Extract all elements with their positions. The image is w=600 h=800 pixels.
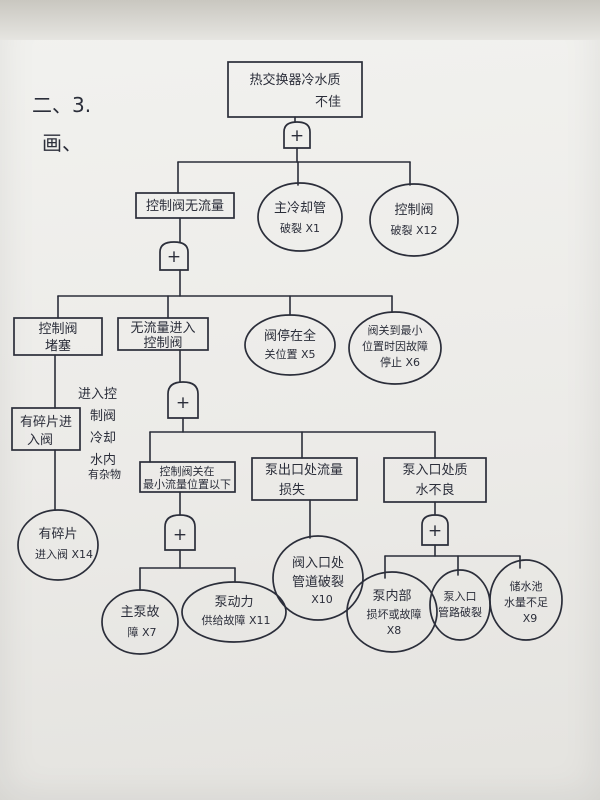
basic-event-reservoir-low[interactable]: 储水池 水量不足 X9 xyxy=(489,559,563,641)
x7-line-2: 障 X7 xyxy=(127,625,156,639)
event-valve-below-min-flow[interactable]: 控制阀关在 最小流量位置以下 xyxy=(139,461,236,493)
x8-line-1: 泵内部 xyxy=(372,588,411,604)
basic-event-valve-stopped-min-position[interactable]: 阀关到最小 位置时因故障 停止 X6 xyxy=(348,311,442,385)
x8-line-3: X8 xyxy=(387,624,402,637)
event-control-valve-blocked[interactable]: 控制阀 堵塞 xyxy=(13,317,103,356)
l3b-line-1: 泵出口处流量 xyxy=(265,463,343,478)
gate-5-symbol: + xyxy=(428,521,442,541)
l3a-line-2: 最小流量位置以下 xyxy=(143,477,231,491)
l2d-line-3: 停止 X6 xyxy=(380,355,420,369)
x9a-line-1: 泵入口 xyxy=(444,590,477,603)
top-event-line-2: 不佳 xyxy=(315,95,341,110)
basic-event-valve-inlet-pipe-rupture[interactable]: 阀入口处 管道破裂 X10 xyxy=(272,535,364,621)
l2b-line-1: 无流量进入 xyxy=(130,321,195,336)
l2d-line-1: 阀关到最小 xyxy=(368,323,423,337)
basic-event-valve-rupture[interactable]: 控制阀 破裂 X12 xyxy=(369,183,459,257)
l1b-line-2: 破裂 X1 xyxy=(280,221,320,235)
basic-event-main-pipe-rupture[interactable]: 主冷却管 破裂 X1 xyxy=(257,182,343,252)
x9-line-3: X9 xyxy=(523,612,538,625)
l1b-line-1: 主冷却管 xyxy=(274,201,326,216)
x7-line-1: 主泵故 xyxy=(120,605,159,620)
l3c-line-2: 水不良 xyxy=(415,482,454,498)
top-background-strip xyxy=(0,0,600,40)
connector-lines xyxy=(54,116,521,591)
or-gate-5[interactable]: + xyxy=(421,514,449,546)
l2d-line-2: 位置时因故障 xyxy=(362,339,428,353)
l1c-line-2: 破裂 X12 xyxy=(390,223,437,237)
l2b-line-2: 控制阀 xyxy=(143,336,182,351)
l1a-line-1: 控制阀无流量 xyxy=(146,199,224,214)
basic-event-pump-inlet-pipe-rupture[interactable]: 泵入口 管路破裂 xyxy=(429,569,491,641)
side-note: 进入控 制阀 冷却 水内 有杂物 xyxy=(78,387,121,481)
x9a-line-2: 管路破裂 xyxy=(438,605,482,619)
side-note-line-1: 进入控 xyxy=(78,387,117,402)
x8-line-2: 损坏或故障 xyxy=(367,607,422,621)
basic-event-valve-stuck-closed[interactable]: 阀停在全 关位置 X5 xyxy=(244,314,336,376)
or-gate-3[interactable]: + xyxy=(167,381,199,419)
x14-line-1: 有碎片 xyxy=(38,527,77,542)
l2c-line-2: 关位置 X5 xyxy=(264,347,315,361)
x10-line-1: 阀入口处 xyxy=(292,556,344,571)
side-note-line-4: 水内 xyxy=(90,452,116,468)
l1c-line-1: 控制阀 xyxy=(394,203,433,218)
event-no-flow-into-valve[interactable]: 无流量进入 控制阀 xyxy=(117,317,209,351)
l3c-line-1: 泵入口处质 xyxy=(402,463,467,478)
basic-event-main-pump-failure[interactable]: 主泵故 障 X7 xyxy=(101,589,179,655)
event-pump-inlet-poor-water[interactable]: 泵入口处质 水不良 xyxy=(383,457,487,503)
gate-2-symbol: + xyxy=(167,247,181,267)
top-event[interactable]: 热交换器冷水质 不佳 xyxy=(227,61,363,118)
or-gate-2[interactable]: + xyxy=(159,241,189,271)
margin-note-line-2: 画、 xyxy=(42,131,82,155)
x10-line-3: X10 xyxy=(311,593,333,606)
x14-line-2: 进入阀 X14 xyxy=(35,547,93,561)
basic-event-pump-power-failure[interactable]: 泵动力 供给故障 X11 xyxy=(181,581,287,643)
basic-event-pump-internal-damage[interactable]: 泵内部 损坏或故障 X8 xyxy=(346,571,438,653)
l2a-line-2: 堵塞 xyxy=(45,338,71,354)
basic-event-debris-into-valve[interactable]: 有碎片 进入阀 X14 xyxy=(17,509,99,581)
event-debris-enter-valve[interactable]: 有碎片进 入阀 xyxy=(11,407,81,451)
x10-line-2: 管道破裂 xyxy=(292,575,344,590)
l3b-line-2: 损失 xyxy=(279,483,305,498)
l3a-line-1: 控制阀关在 xyxy=(160,464,215,478)
or-gate-4[interactable]: + xyxy=(164,514,196,551)
event-control-valve-no-flow[interactable]: 控制阀无流量 xyxy=(135,192,235,219)
debris-enter-line-1: 有碎片进 xyxy=(20,415,72,430)
gate-3-symbol: + xyxy=(176,393,190,413)
x11-line-1: 泵动力 xyxy=(214,595,253,610)
top-event-line-1: 热交换器冷水质 xyxy=(249,72,340,88)
l2c-line-1: 阀停在全 xyxy=(264,328,316,344)
margin-note-line-1: 二、3. xyxy=(32,93,91,117)
side-note-line-3: 冷却 xyxy=(90,431,116,446)
or-gate-1[interactable]: + xyxy=(283,121,311,149)
x9-line-1: 储水池 xyxy=(510,579,543,593)
side-note-line-5: 有杂物 xyxy=(88,467,121,481)
gate-4-symbol: + xyxy=(173,525,187,545)
l2a-line-1: 控制阀 xyxy=(38,322,77,337)
x9-line-2: 水量不足 xyxy=(504,596,548,609)
gate-1-symbol: + xyxy=(290,126,304,146)
event-pump-outlet-flow-loss[interactable]: 泵出口处流量 损失 xyxy=(251,457,358,501)
x11-line-2: 供给故障 X11 xyxy=(201,613,270,627)
side-note-line-2: 制阀 xyxy=(90,409,116,424)
debris-enter-line-2: 入阀 xyxy=(27,433,53,448)
